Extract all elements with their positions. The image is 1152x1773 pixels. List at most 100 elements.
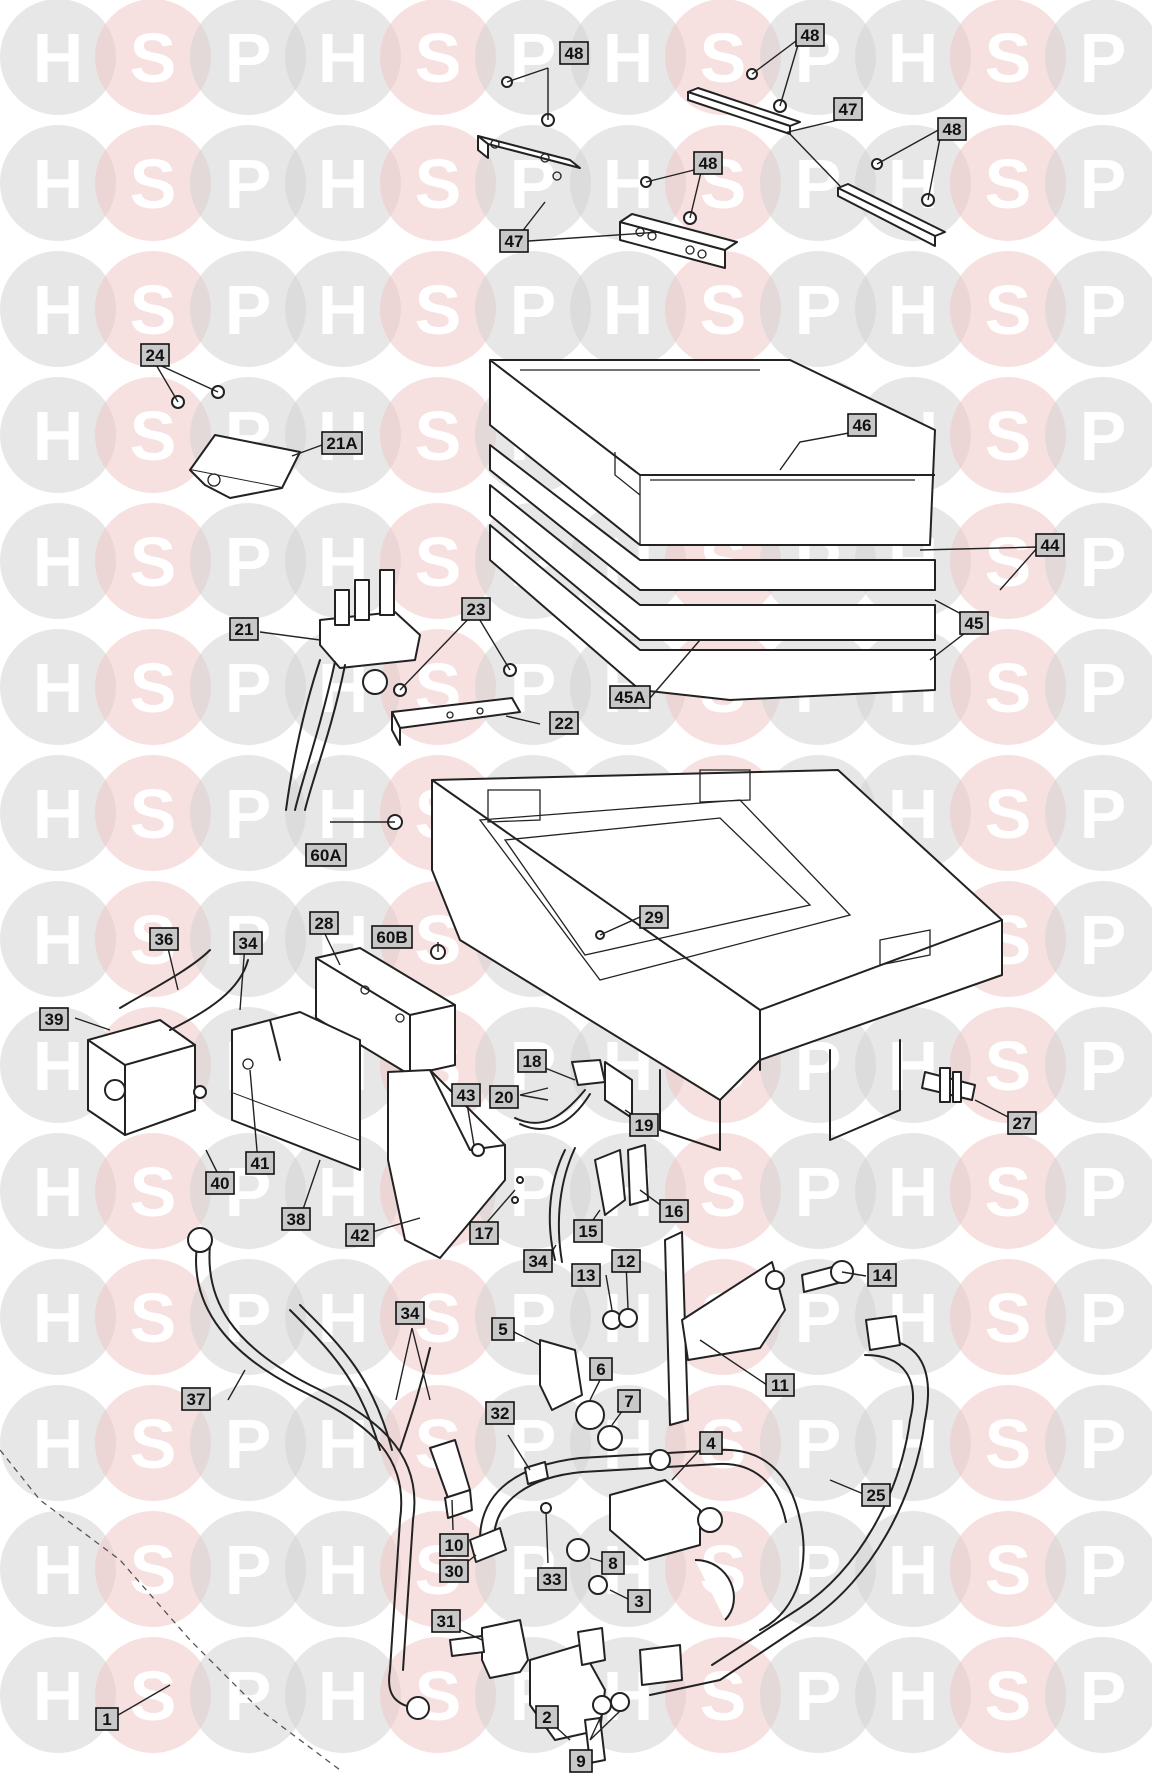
callout-label: 39 [45,1010,64,1029]
callout-box [523,1249,553,1273]
callout-label: 33 [543,1570,562,1589]
watermark-circle [380,251,496,367]
watermark-circle [95,755,211,871]
nuts-8-3-33 [540,1502,608,1595]
watermark-circle [285,1637,401,1753]
watermark-circle [855,251,971,367]
watermark-letter: S [415,397,462,475]
callout-box [245,1151,275,1175]
callout-box [833,97,863,121]
callout-9: 9 [569,1749,593,1773]
watermark-letter: S [415,271,462,349]
watermark-circle [285,1385,401,1501]
watermark-circle [285,1259,401,1375]
watermark-circle [1045,251,1152,367]
bracket-11-14 [664,1231,854,1426]
watermark-circle [1045,503,1152,619]
callout-label: 36 [155,930,174,949]
watermark-circle [1045,629,1152,745]
watermark-circle [190,125,306,241]
callout-label: 5 [498,1320,507,1339]
nuts-12-13 [602,1308,638,1330]
callout-47a: 47 [499,229,529,253]
callout-box [937,117,967,141]
callout-label: 29 [645,908,664,927]
watermark-letter: S [130,523,177,601]
watermark-letter: H [33,775,84,853]
watermark-circle [950,1637,1066,1753]
watermark-circle [665,1133,781,1249]
callout-box [627,1589,651,1613]
watermark-circle [760,1511,876,1627]
callout-label: 22 [555,714,574,733]
callout-box [439,1559,469,1583]
callout-box [140,343,170,367]
watermark-circle [950,1259,1066,1375]
callout-box [205,1171,235,1195]
watermark-circle [0,755,116,871]
callout-box [281,1207,311,1231]
callout-label: 9 [576,1752,585,1771]
callout-box [321,431,363,455]
callout-label: 13 [577,1266,596,1285]
watermark-circle [950,125,1066,241]
watermark-circle [0,1385,116,1501]
watermark-letter: H [33,523,84,601]
callout-44: 44 [1035,533,1065,557]
watermark-circle [190,1385,306,1501]
callout-label: 40 [211,1174,230,1193]
watermark-letter: P [1080,397,1127,475]
watermark-circle [1045,1007,1152,1123]
callout-box [639,905,669,929]
watermark-circle [855,1637,971,1753]
callout-box [1035,533,1065,557]
callout-box [659,1199,689,1223]
callout-box [233,931,263,955]
watermark-letter: P [795,1405,842,1483]
callout-label: 42 [351,1226,370,1245]
callout-label: 38 [287,1210,306,1229]
callout-label: 47 [839,100,858,119]
watermark-letter: P [1080,145,1127,223]
watermark-circle [1045,1385,1152,1501]
watermark-circle [380,1637,496,1753]
plate-45-upper [489,444,936,591]
callout-label: 31 [437,1612,456,1631]
callout-45A: 45A [609,685,651,709]
watermark-circle [950,1511,1066,1627]
callout-10: 10 [439,1533,469,1557]
callout-42: 42 [345,1223,375,1247]
watermark-letter: S [700,19,747,97]
watermark-circle [1045,0,1152,115]
callout-32: 32 [485,1401,515,1425]
callout-16: 16 [659,1199,689,1223]
callout-39: 39 [39,1007,69,1031]
watermark-letter: P [225,145,272,223]
nuts-9 [592,1692,630,1715]
callout-box [699,1431,723,1455]
watermark-circle [285,1133,401,1249]
watermark-circle [190,1511,306,1627]
callout-box [589,1357,613,1381]
watermark-circle [950,1385,1066,1501]
watermark-circle [190,0,306,115]
watermark-circle [190,1133,306,1249]
watermark-letter: P [225,523,272,601]
watermark-letter: H [888,1153,939,1231]
callout-label: 1 [102,1710,111,1729]
watermark-circle [950,377,1066,493]
electrode-assembly-21 [285,569,421,811]
callout-33: 33 [537,1567,567,1591]
watermark-circle [475,251,591,367]
watermark-letter: S [415,19,462,97]
callout-17: 17 [469,1221,499,1245]
watermark-letter: S [130,775,177,853]
watermark-circle [950,251,1066,367]
callout-label: 20 [495,1088,514,1107]
callout-34a: 34 [233,931,263,955]
watermark-letter: S [700,1657,747,1735]
watermark-letter: P [225,775,272,853]
bracket-22 [391,697,521,746]
watermark-circle [1045,755,1152,871]
callout-label: 15 [579,1222,598,1241]
